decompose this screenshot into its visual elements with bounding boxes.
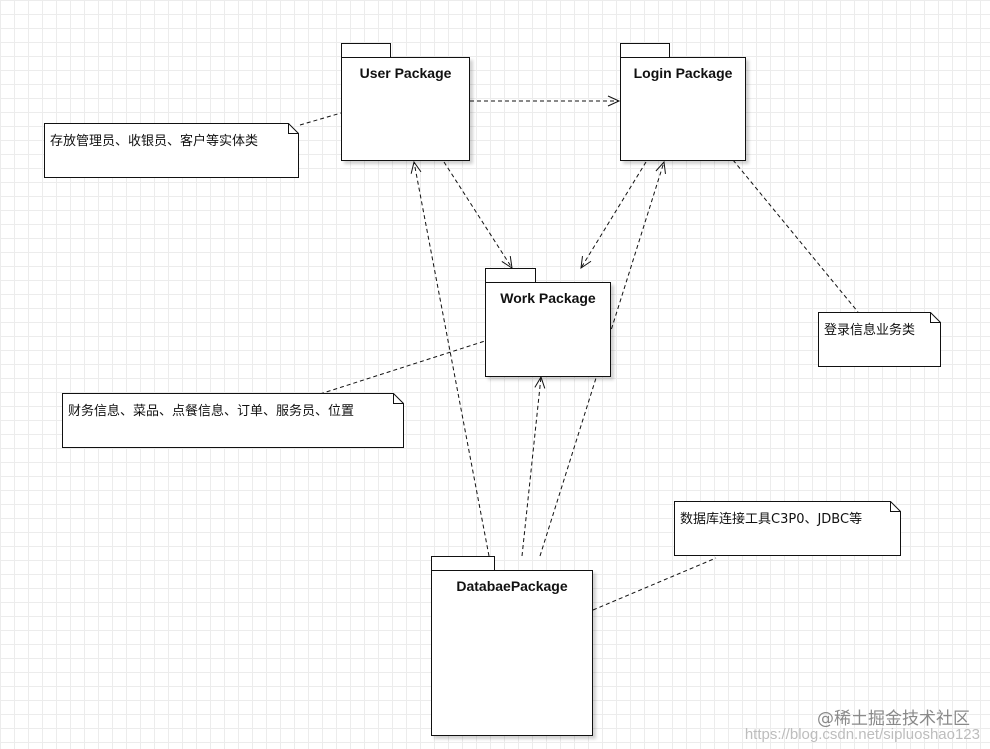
package-name: DatabaePackage xyxy=(456,578,568,594)
note-text: 存放管理员、收银员、客户等实体类 xyxy=(50,134,259,149)
note-user-package[interactable]: 存放管理员、收银员、客户等实体类 xyxy=(44,123,299,178)
note-text: 登录信息业务类 xyxy=(824,323,916,338)
dependency-database-to-work xyxy=(521,375,546,557)
note-login-package[interactable]: 登录信息业务类 xyxy=(818,312,941,367)
dependency-user-to-work xyxy=(443,161,513,270)
package-name: Login Package xyxy=(633,65,733,81)
note-text: 财务信息、菜品、点餐信息、订单、服务员、位置 xyxy=(68,404,355,419)
package-tab xyxy=(431,556,495,570)
note-anchor-work xyxy=(319,340,486,395)
user-package[interactable]: User Package xyxy=(341,43,470,161)
note-shape xyxy=(44,123,299,178)
package-body: User Package xyxy=(341,57,470,161)
source-url-watermark: https://blog.csdn.net/sipluoshao123 xyxy=(744,726,980,743)
package-body: Work Package xyxy=(485,282,611,377)
note-text: 数据库连接工具C3P0、JDBC等 xyxy=(680,512,863,527)
note-database-package[interactable]: 数据库连接工具C3P0、JDBC等 xyxy=(674,501,901,556)
package-body: Login Package xyxy=(620,57,746,161)
note-anchor-user xyxy=(299,112,342,126)
dependency-login-to-work xyxy=(580,161,647,270)
work-package[interactable]: Work Package xyxy=(485,268,611,377)
note-anchor-database xyxy=(592,557,717,611)
package-body: DatabaePackage xyxy=(431,570,593,736)
package-tab xyxy=(620,43,670,57)
note-anchor-login xyxy=(732,159,859,313)
note-shape xyxy=(62,393,404,448)
login-package[interactable]: Login Package xyxy=(620,43,746,161)
package-tab xyxy=(341,43,391,57)
note-shape xyxy=(818,312,941,367)
package-name: Work Package xyxy=(500,290,596,306)
package-name: User Package xyxy=(359,65,452,81)
note-work-package[interactable]: 财务信息、菜品、点餐信息、订单、服务员、位置 xyxy=(62,393,404,448)
brand-watermark: @稀土掘金技术社区 xyxy=(817,709,970,729)
note-shape xyxy=(674,501,901,556)
database-package[interactable]: DatabaePackage xyxy=(431,556,593,736)
dependency-database-to-user xyxy=(410,160,490,557)
package-tab xyxy=(485,268,536,282)
